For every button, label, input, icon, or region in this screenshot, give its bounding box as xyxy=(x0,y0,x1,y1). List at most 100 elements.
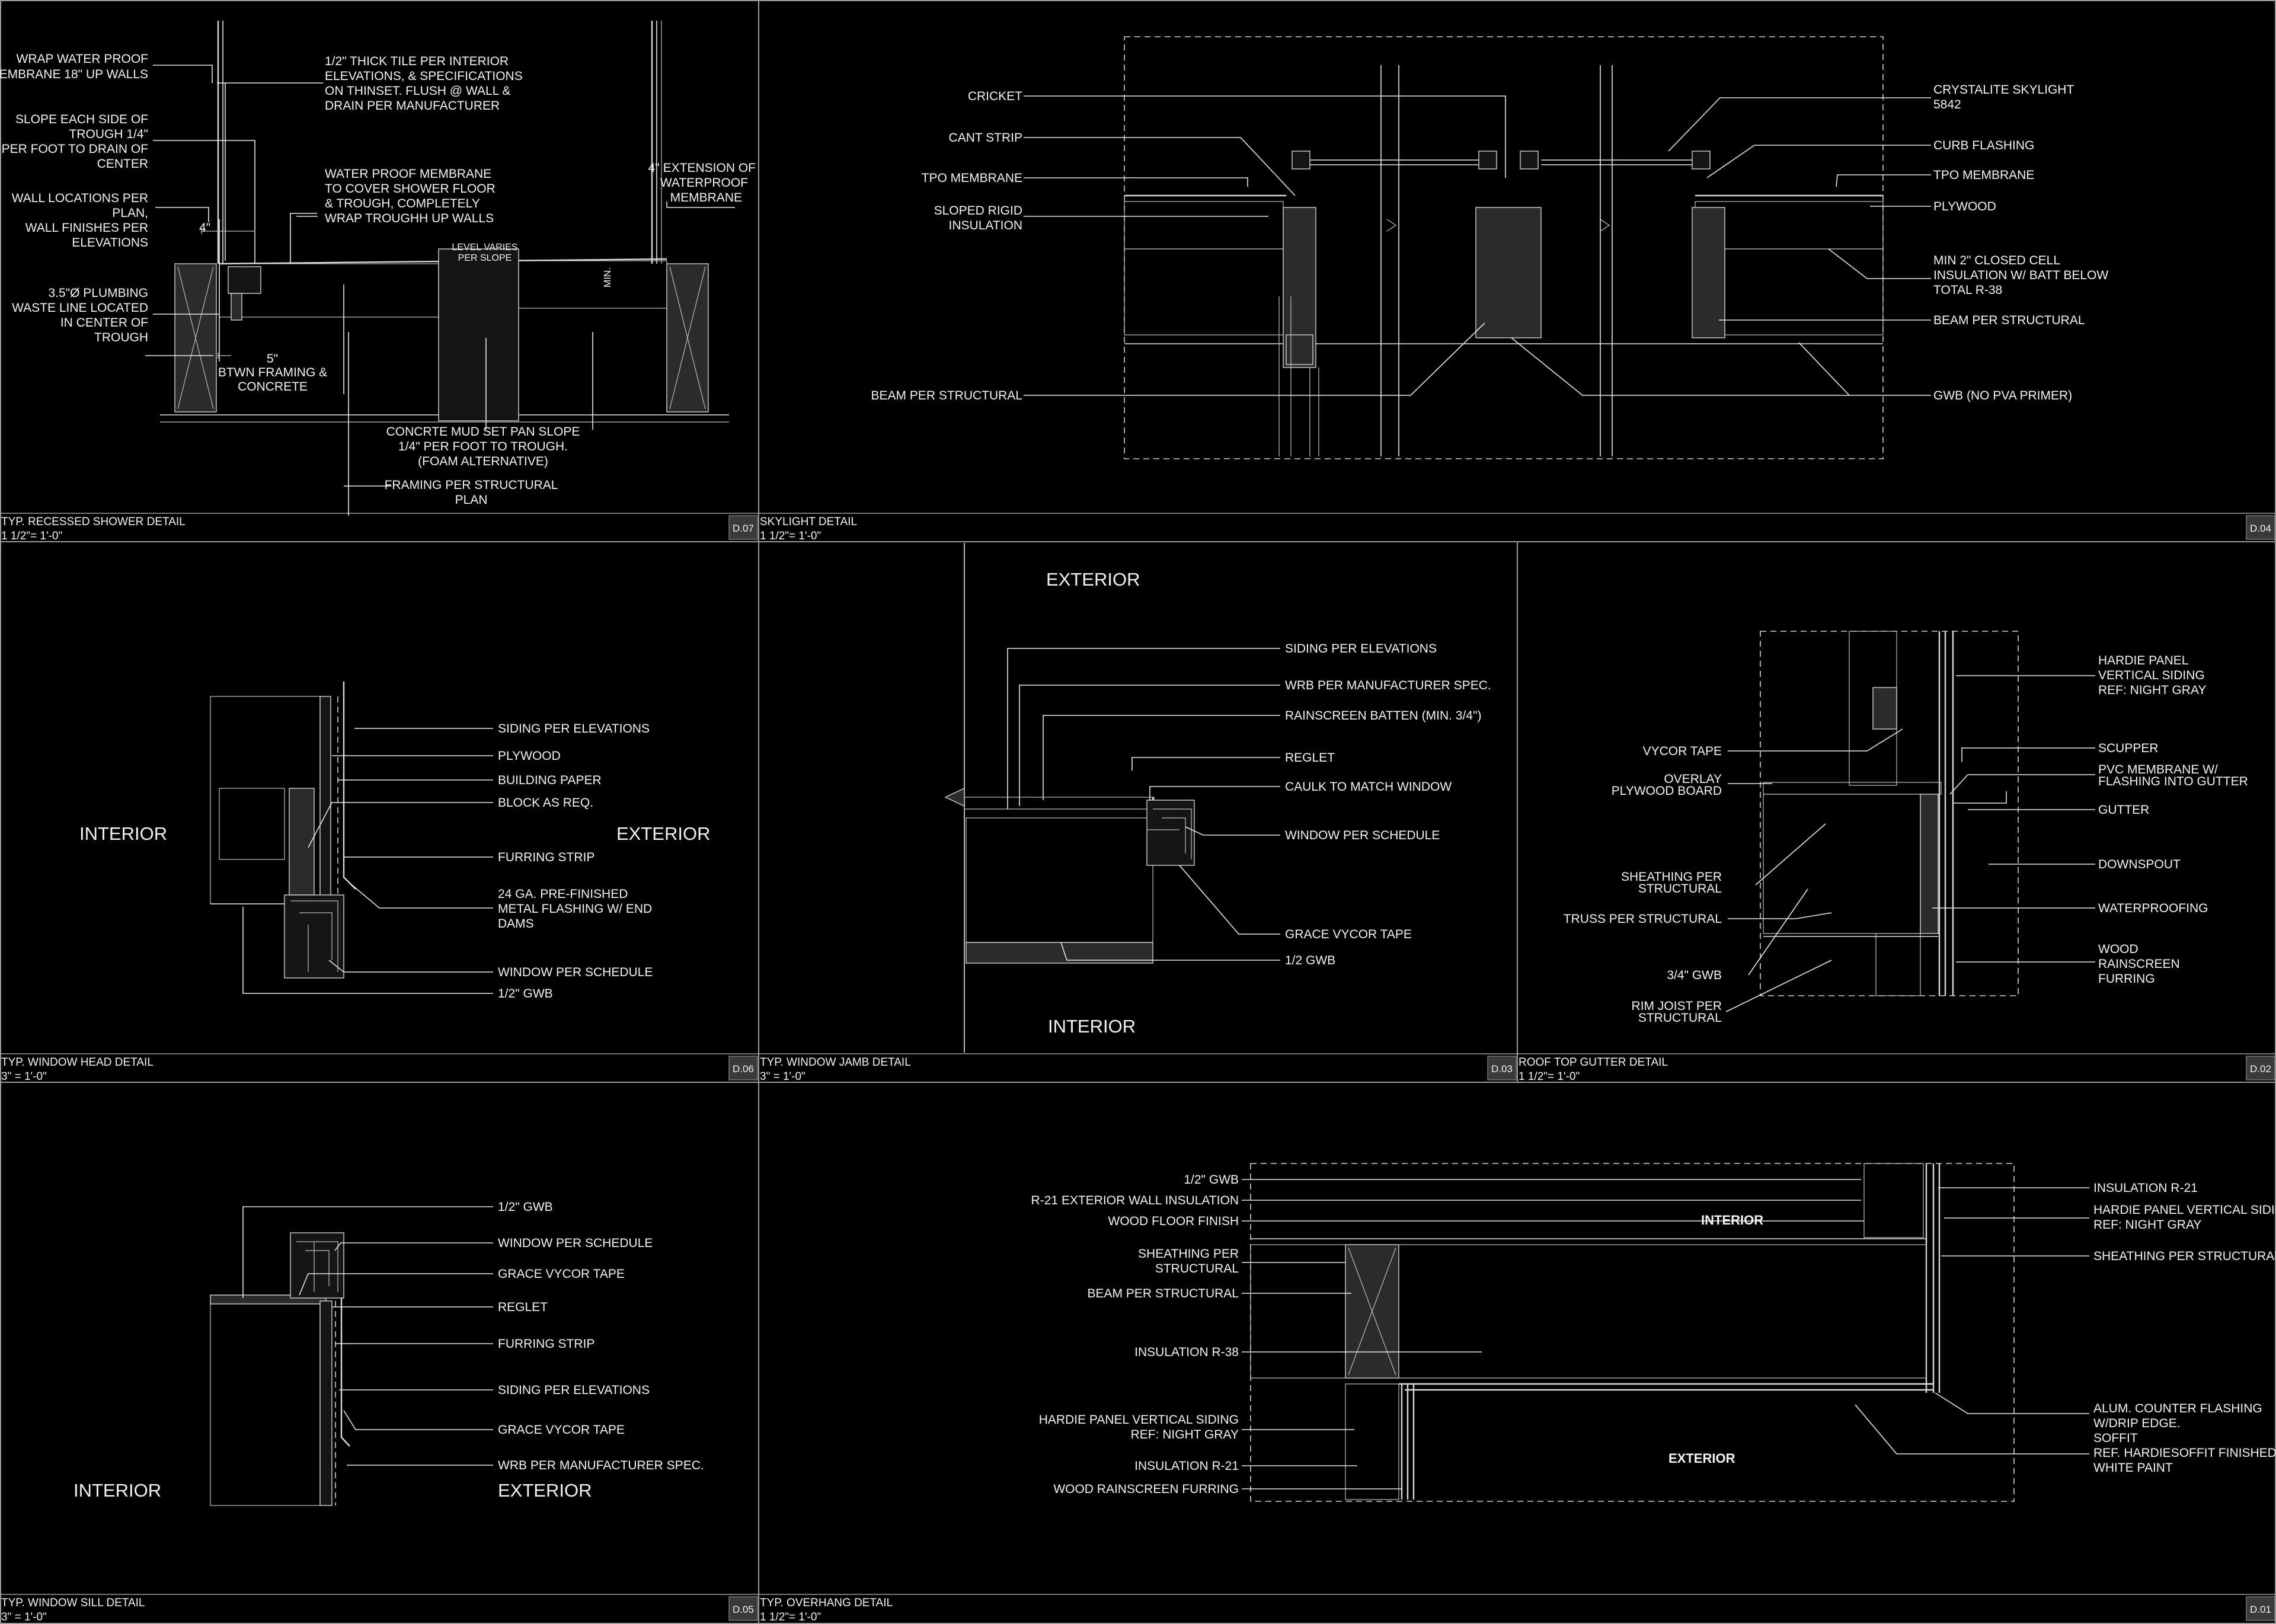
label-extension-2: WATERPROOF xyxy=(660,176,748,190)
label-wall-loc-3: WALL FINISHES PER xyxy=(25,221,148,235)
label-framing-1: FRAMING PER STRUCTURAL xyxy=(385,478,558,492)
label-cant-strip: CANT STRIP xyxy=(949,131,1022,145)
detail-number: D.05 xyxy=(733,1604,754,1615)
label-interior: INTERIOR xyxy=(1701,1213,1763,1227)
label-wood-2: RAINSCREEN xyxy=(2098,957,2180,971)
label-wall-loc-4: ELEVATIONS xyxy=(72,236,148,250)
label-curb-flashing: CURB FLASHING xyxy=(1933,139,2034,152)
shower-wall-left xyxy=(217,21,223,264)
label-gutter: GUTTER xyxy=(2098,803,2149,817)
label-hardie-1: HARDIE PANEL xyxy=(2098,654,2189,667)
label-interior: INTERIOR xyxy=(1048,1016,1136,1037)
detail-window-head: TYP. WINDOW HEAD DETAIL 3" = 1'-0" D.06 … xyxy=(1,682,758,1083)
scale: 3" = 1'-0" xyxy=(760,1070,805,1083)
detail-number: D.03 xyxy=(1491,1063,1513,1075)
curb-right xyxy=(1692,207,1725,338)
label-closed-cell-2: INSULATION W/ BATT BELOW xyxy=(1933,268,2108,282)
detail-number-box xyxy=(1487,1056,1517,1080)
label-r21-l: INSULATION R-21 xyxy=(1134,1459,1239,1473)
label-flashing-2: METAL FLASHING W/ END xyxy=(498,902,652,916)
detail-window-sill: TYP. WINDOW SILL DETAIL 3" = 1'-0" D.05 … xyxy=(1,1200,758,1623)
label-plumbing-3: IN CENTER OF xyxy=(60,316,148,330)
label-sheathing-l-2: STRUCTURAL xyxy=(1155,1262,1239,1275)
label-sheathing-1: SHEATHING PER xyxy=(1621,870,1722,884)
label-wall-loc-2: PLAN, xyxy=(112,206,148,220)
label-mud-2: 1/4" PER FOOT TO TROUGH. xyxy=(398,440,568,453)
detail-skylight: SKYLIGHT DETAIL 1 1/2"= 1'-0" D.04 CRICK… xyxy=(760,36,2275,542)
label-gwb: 1/2" GWB xyxy=(498,987,553,1000)
title: ROOF TOP GUTTER DETAIL xyxy=(1519,1056,1668,1069)
label-hardie-3: REF: NIGHT GRAY xyxy=(2098,683,2206,697)
title: TYP. WINDOW JAMB DETAIL xyxy=(760,1056,911,1069)
curb-center xyxy=(1475,207,1542,338)
label-sloped-rigid-1: SLOPED RIGID xyxy=(934,204,1022,218)
label-wrap-membrane-2: MEMBRANE 18" UP WALLS xyxy=(0,68,148,81)
label-wrb: WRB PER MANUFACTURER SPEC. xyxy=(1285,679,1491,692)
label-floor: WOOD FLOOR FINISH xyxy=(1108,1214,1239,1228)
label-crystalite-2: 5842 xyxy=(1933,98,1961,111)
label-reglet: REGLET xyxy=(498,1300,548,1314)
scale: 1 1/2"= 1'-0" xyxy=(1519,1070,1580,1083)
label-flashing-3: DAMS xyxy=(498,917,534,931)
level-varies-zone xyxy=(438,248,519,421)
label-caulk: CAULK TO MATCH WINDOW xyxy=(1285,780,1452,794)
label-btwn-2: CONCRETE xyxy=(238,380,308,394)
window-frame xyxy=(1146,800,1195,866)
label-batten: RAINSCREEN BATTEN (MIN. 3/4") xyxy=(1285,709,1481,723)
detail-number-box xyxy=(2246,515,2275,540)
label-crystalite-1: CRYSTALITE SKYLIGHT xyxy=(1933,83,2074,97)
scale: 3" = 1'-0" xyxy=(1,1611,47,1623)
detail-overhang: TYP. OVERHANG DETAIL 1 1/2"= 1'-0" D.01 … xyxy=(760,1163,2276,1623)
label-level-2: PER SLOPE xyxy=(458,253,512,263)
label-hardie-l-1: HARDIE PANEL VERTICAL SIDING xyxy=(1039,1413,1239,1427)
label-vycor-2: GRACE VYCOR TAPE xyxy=(498,1423,625,1437)
label-alum-2: W/DRIP EDGE. xyxy=(2093,1417,2181,1430)
label-gwb: 3/4" GWB xyxy=(1667,968,1722,982)
label-sheathing-r: SHEATHING PER STRUCTURAL xyxy=(2093,1249,2276,1263)
siding xyxy=(964,797,1155,810)
label-mud-3: (FOAM ALTERNATIVE) xyxy=(418,455,548,468)
label-wrb: WRB PER MANUFACTURER SPEC. xyxy=(498,1459,704,1472)
label-tpo-left: TPO MEMBRANE xyxy=(922,171,1022,185)
label-overlay-1: OVERLAY xyxy=(1664,772,1722,786)
label-siding: SIDING PER ELEVATIONS xyxy=(498,722,650,736)
label-gwb-no-pva: GWB (NO PVA PRIMER) xyxy=(1933,389,2072,402)
batt-right xyxy=(1724,248,1884,335)
label-pvc-1: PVC MEMBRANE W/ xyxy=(2098,763,2218,776)
plywood xyxy=(319,696,331,904)
rim-joist xyxy=(1920,794,1939,934)
label-beam-left: BEAM PER STRUCTURAL xyxy=(871,389,1022,402)
label-soffit-1: SOFFIT xyxy=(2093,1431,2138,1445)
label-wp-1: WATER PROOF MEMBRANE xyxy=(325,167,491,181)
label-cricket: CRICKET xyxy=(968,89,1022,103)
label-plumbing-2: WASTE LINE LOCATED xyxy=(12,301,148,315)
label-dim-4in: 4" xyxy=(199,221,210,235)
label-scupper: SCUPPER xyxy=(2098,741,2159,755)
label-building-paper: BUILDING PAPER xyxy=(498,773,602,787)
label-mud-1: CONCRTE MUD SET PAN SLOPE xyxy=(386,425,580,439)
label-exterior: EXTERIOR xyxy=(1668,1451,1735,1466)
label-wp-2: TO COVER SHOWER FLOOR xyxy=(325,182,496,196)
label-slope-1: SLOPE EACH SIDE OF xyxy=(15,113,148,126)
label-level-1: LEVEL VARIES xyxy=(452,242,517,252)
label-furring: WOOD RAINSCREEN FURRING xyxy=(1053,1482,1239,1496)
label-exterior: EXTERIOR xyxy=(616,823,710,844)
title: TYP. OVERHANG DETAIL xyxy=(760,1597,893,1609)
label-extension-1: 4" EXTENSION OF xyxy=(648,161,756,175)
label-pvc-2: FLASHING INTO GUTTER xyxy=(2098,775,2248,788)
detail-number: D.04 xyxy=(2250,523,2271,534)
label-reglet: REGLET xyxy=(1285,751,1335,765)
label-wall-loc-1: WALL LOCATIONS PER xyxy=(12,191,148,205)
label-beam-right: BEAM PER STRUCTURAL xyxy=(1933,314,2085,327)
label-waterproofing: WATERPROOFING xyxy=(2098,901,2208,915)
overhang-extent xyxy=(1250,1163,2015,1502)
detail-number: D.07 xyxy=(733,523,754,534)
gwb xyxy=(966,942,1153,964)
label-hardie-r-2: REF: NIGHT GRAY xyxy=(2093,1218,2201,1232)
label-siding: SIDING PER ELEVATIONS xyxy=(1285,642,1437,656)
truss-insulation xyxy=(1763,794,1921,934)
label-vycor: GRACE VYCOR TAPE xyxy=(1285,928,1412,941)
label-closed-cell-3: TOTAL R-38 xyxy=(1933,283,2002,297)
label-tile-4: DRAIN PER MANUFACTURER xyxy=(325,99,500,113)
label-hardie-2: VERTICAL SIDING xyxy=(2098,669,2205,682)
